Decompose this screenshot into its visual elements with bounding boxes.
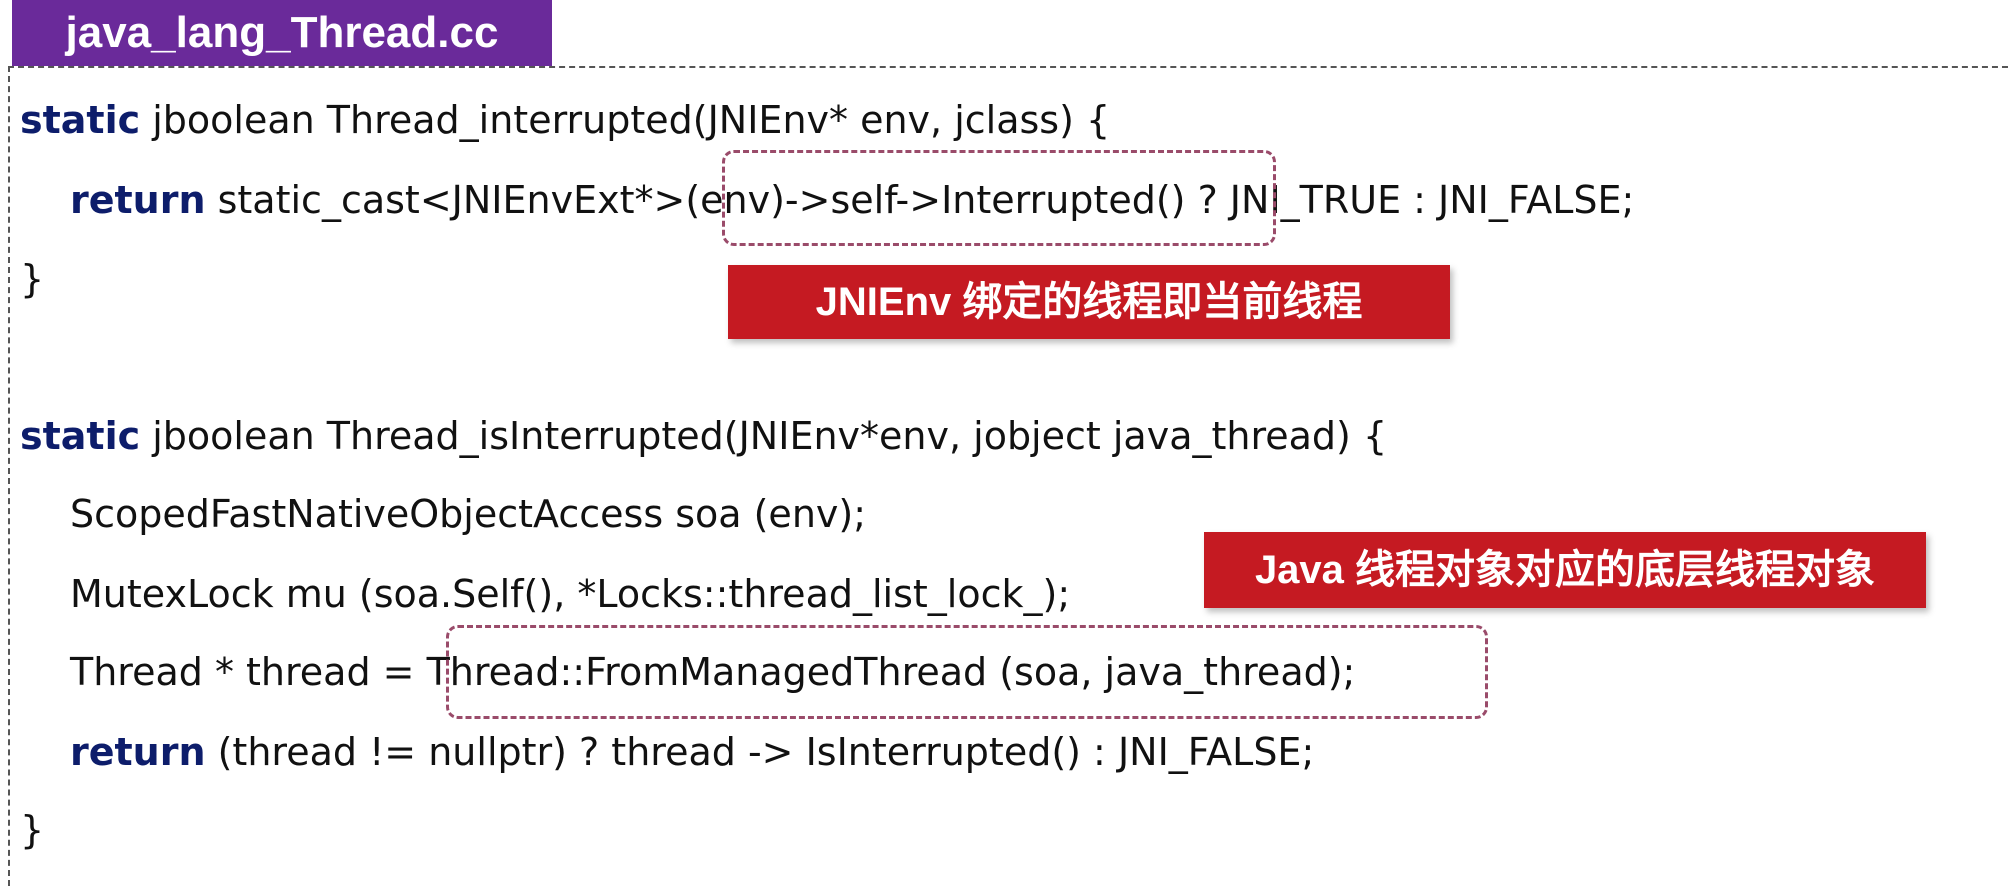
fn1-return-pre: static_cast<JNIEnvExt*> — [205, 178, 686, 222]
code-line-fn2-signature: static jboolean Thread_isInterrupted(JNI… — [20, 411, 1387, 461]
callout-native-thread-object: Java 线程对象对应的底层线程对象 — [1204, 532, 1926, 608]
keyword-static: static — [20, 98, 141, 142]
fn2-thread-pre: Thread * thread = — [70, 650, 427, 694]
code-line-fn2-close: } — [20, 808, 45, 852]
fn2-return-rest: (thread != nullptr) ? thread -> IsInterr… — [205, 730, 1315, 774]
code-line-fn2-thread: Thread * thread = Thread::FromManagedThr… — [70, 647, 1355, 697]
code-line-fn1-signature: static jboolean Thread_interrupted(JNIEn… — [20, 95, 1110, 145]
code-line-fn2-mutex: MutexLock mu (soa.Self(), *Locks::thread… — [70, 572, 1071, 616]
highlight-box-env-self — [722, 150, 1276, 246]
code-frame — [8, 66, 2012, 886]
fn1-return-post: ? JNI_TRUE : JNI_FALSE; — [1185, 178, 1635, 222]
fn2-thread-highlight: Thread::FromManagedThread (soa, java_thr… — [426, 650, 1356, 694]
code-line-fn2-return: return (thread != nullptr) ? thread -> I… — [70, 727, 1314, 777]
keyword-static: static — [20, 414, 141, 458]
file-tab[interactable]: java_lang_Thread.cc — [12, 0, 552, 66]
fn2-signature-text: jboolean Thread_isInterrupted(JNIEnv*env… — [140, 414, 1388, 458]
highlight-box-from-managed-thread — [446, 625, 1488, 719]
code-line-fn1-close: } — [20, 257, 45, 301]
callout-jnienv-current-thread: JNIEnv 绑定的线程即当前线程 — [728, 265, 1450, 339]
code-line-fn2-soa: ScopedFastNativeObjectAccess soa (env); — [70, 492, 867, 536]
fn1-signature-text: jboolean Thread_interrupted(JNIEnv* env,… — [140, 98, 1111, 142]
code-line-fn1-return: return static_cast<JNIEnvExt*>(env)->sel… — [70, 175, 1634, 225]
keyword-return: return — [70, 730, 206, 774]
fn1-return-highlight: (env)->self->Interrupted() — [685, 178, 1186, 222]
keyword-return: return — [70, 178, 206, 222]
